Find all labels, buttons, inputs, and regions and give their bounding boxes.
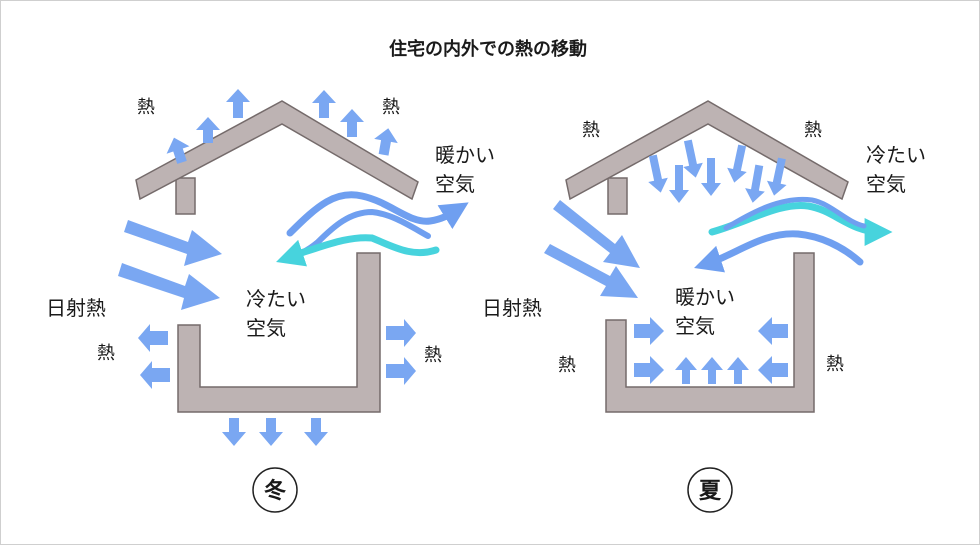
winter-heat-label-top-left: 熱	[137, 97, 155, 118]
winter-chimney	[175, 177, 196, 215]
summer-warm-air-upper	[723, 196, 867, 231]
winter-roof	[135, 100, 419, 201]
summer-roof	[565, 100, 849, 201]
summer-season-badge	[687, 467, 733, 513]
summer-solar-heat-label: 日射熱	[482, 296, 542, 320]
diagram-title: 住宅の内外での熱の移動	[389, 38, 587, 60]
summer-cool-air-arrow	[708, 201, 893, 246]
winter-heat-arrows-roof	[166, 89, 398, 164]
summer-heat-arrows-inward	[634, 317, 788, 384]
summer-heat-label-top-left: 熱	[582, 120, 600, 141]
summer-solar-arrows	[544, 200, 640, 298]
winter-season-label: 冬	[264, 478, 286, 504]
winter-walls	[177, 252, 381, 413]
winter-warm-air-arrow	[286, 191, 469, 237]
summer-cool-air-label-2: 空気	[866, 172, 906, 196]
summer-warm-air-label-1: 暖かい	[675, 285, 735, 309]
winter-heat-arrows-side	[138, 319, 416, 446]
summer-warm-air-label-2: 空気	[675, 314, 715, 338]
summer-heat-arrows-roof	[648, 139, 787, 203]
winter-season-badge	[252, 467, 298, 513]
winter-warm-air-label-1: 暖かい	[435, 143, 495, 167]
summer-heat-label-left: 熱	[558, 355, 576, 376]
summer-heat-label-top-right: 熱	[804, 120, 822, 141]
summer-cool-air-label-1: 冷たい	[866, 143, 926, 167]
winter-solar-arrows	[118, 220, 222, 310]
summer-heat-label-right: 熱	[826, 354, 844, 375]
winter-cool-air-label-1: 冷たい	[246, 287, 306, 311]
winter-solar-heat-label: 日射熱	[46, 296, 106, 320]
winter-cool-air-label-2: 空気	[246, 316, 286, 340]
summer-chimney	[607, 177, 628, 215]
summer-warm-air-arrow	[694, 230, 864, 273]
summer-walls	[605, 252, 815, 413]
winter-warm-air-label-2: 空気	[435, 172, 475, 196]
winter-heat-label-top-right: 熱	[382, 97, 400, 118]
winter-heat-label-left: 熱	[97, 343, 115, 364]
summer-house	[565, 100, 849, 413]
winter-cool-air-arrow	[276, 234, 440, 267]
summer-season-label: 夏	[699, 479, 722, 504]
winter-heat-label-right: 熱	[424, 345, 442, 366]
winter-house	[135, 100, 419, 413]
